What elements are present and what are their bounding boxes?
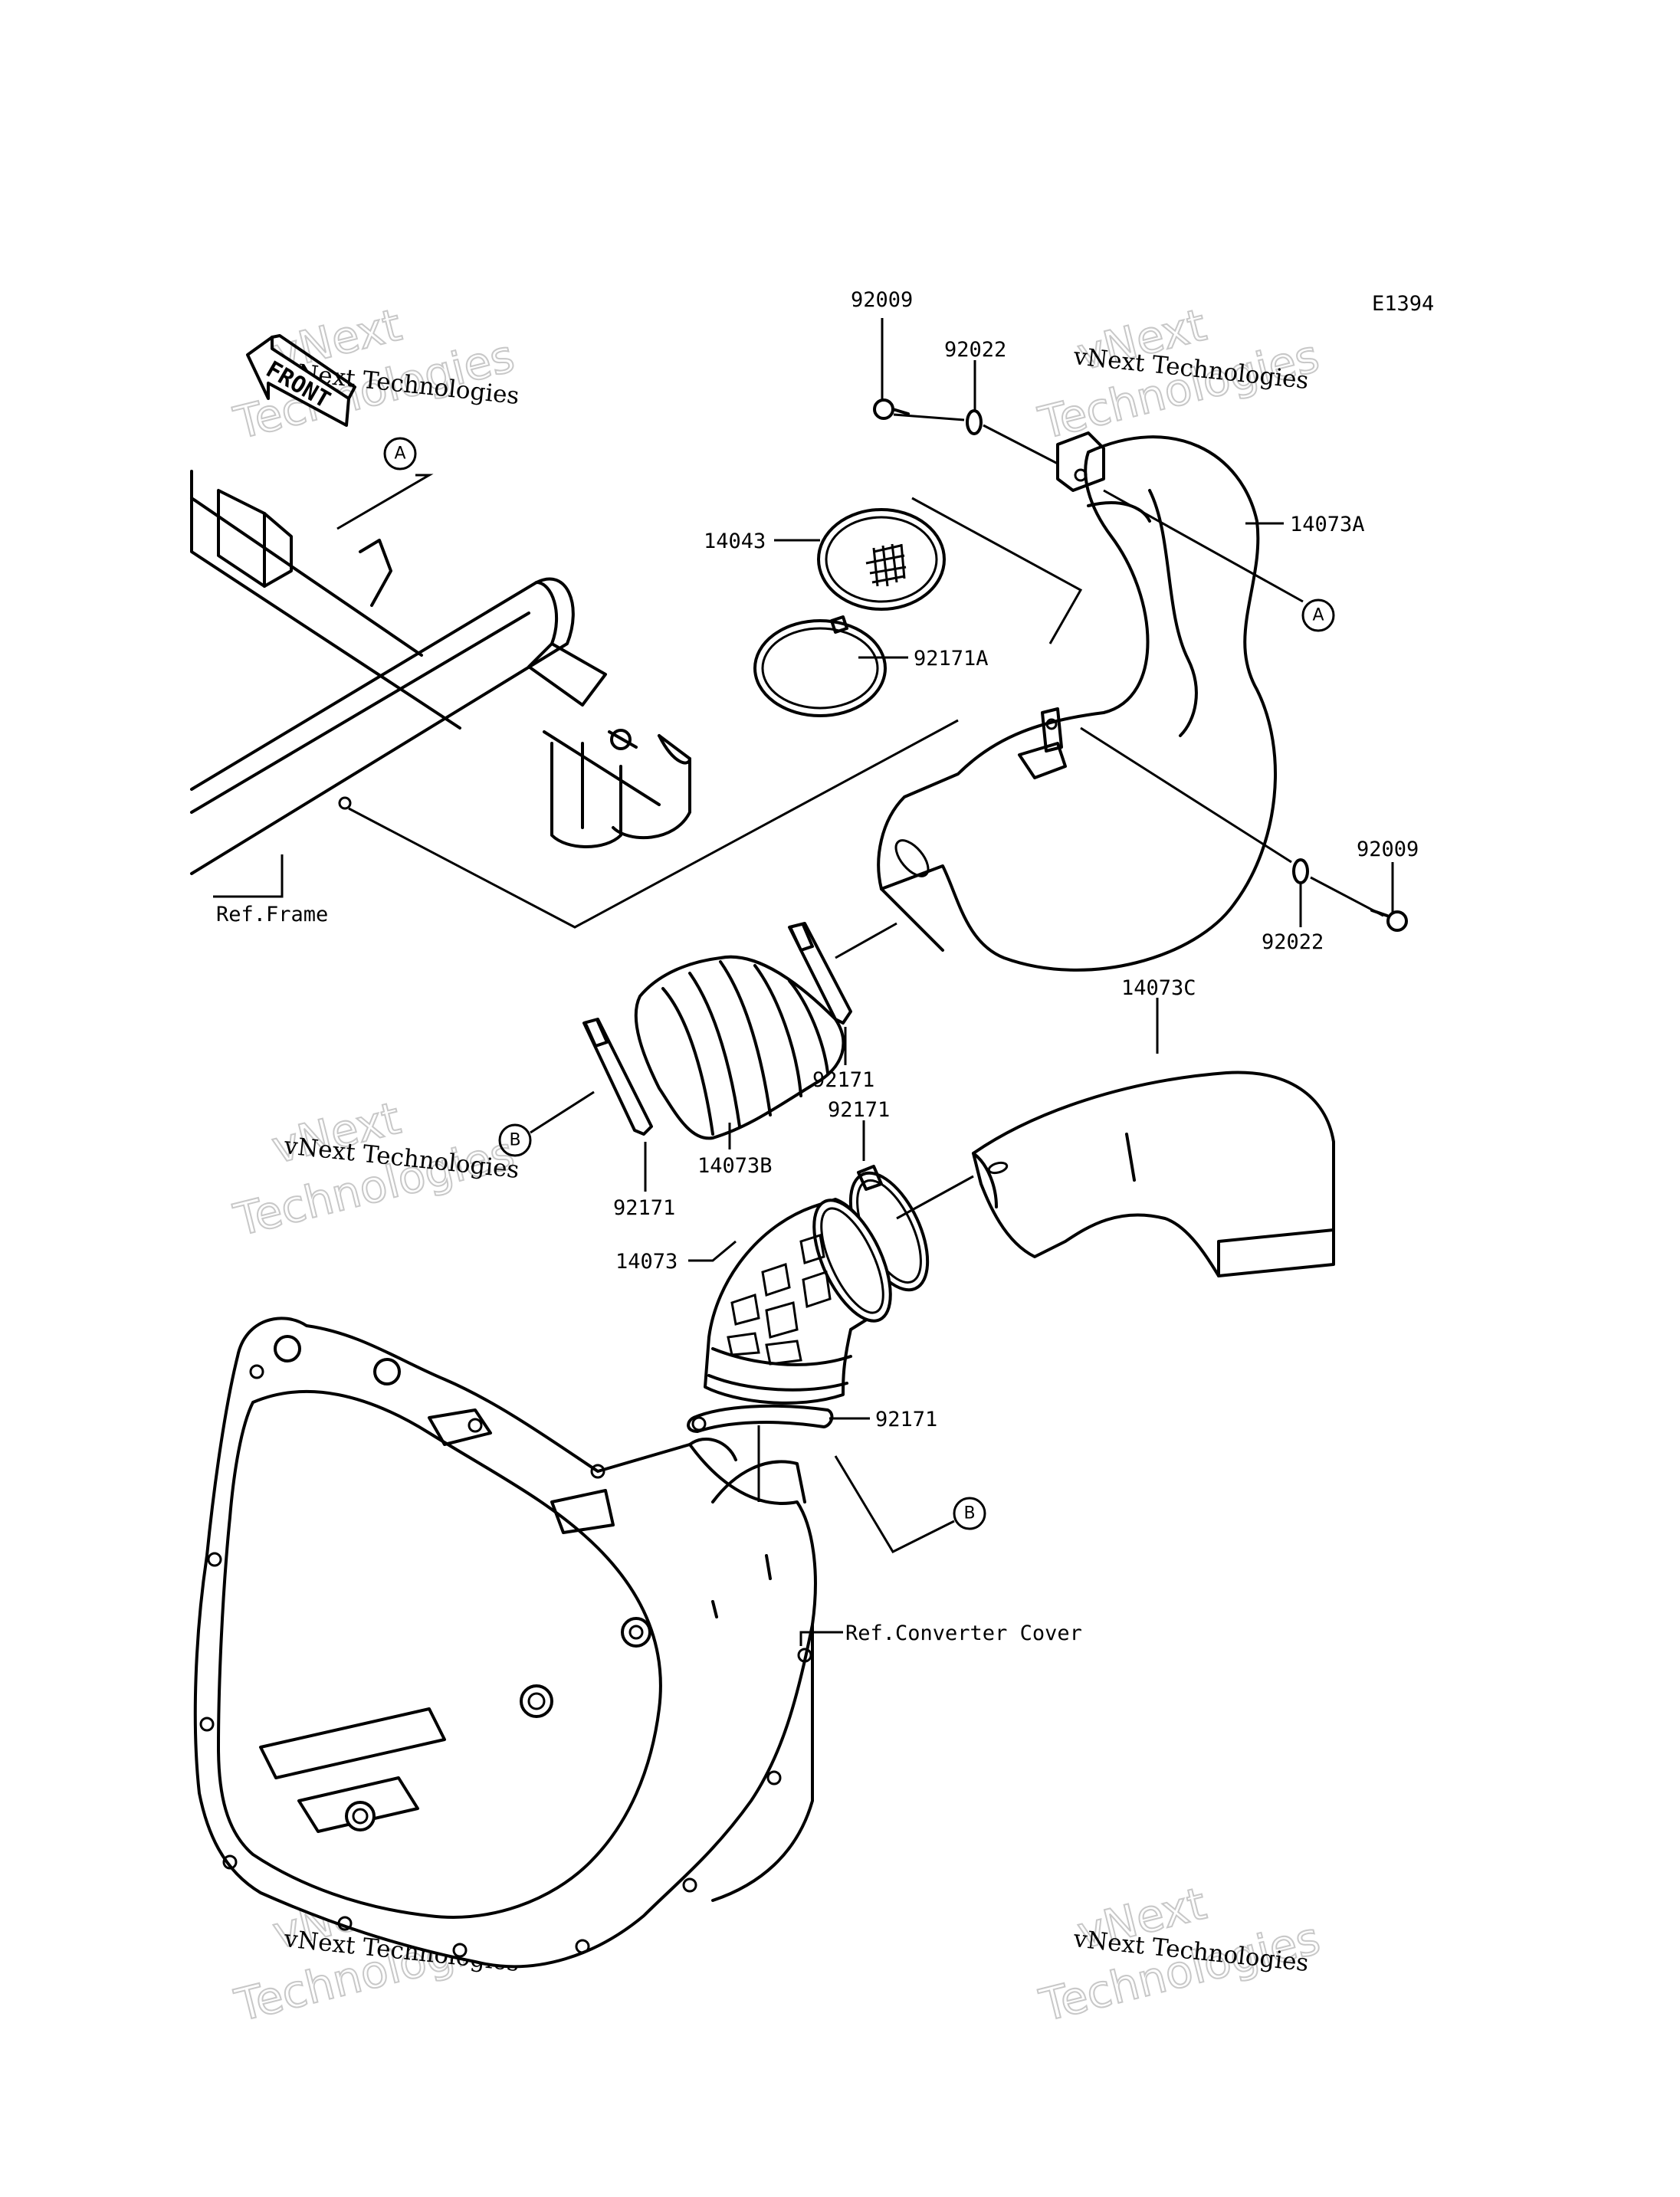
svg-text:B: B xyxy=(509,1131,520,1150)
clamp-92171a xyxy=(753,615,887,717)
part-label-14043: 14043 xyxy=(704,530,766,553)
clamp-92171-lower-left xyxy=(582,1018,653,1136)
ref-frame-label: Ref.Frame xyxy=(216,903,328,926)
ref-converter-cover-label: Ref.Converter Cover xyxy=(845,1622,1082,1645)
band-clamp-92171-lower xyxy=(687,1404,834,1433)
part-label-92171-mid: 92171 xyxy=(828,1098,890,1122)
part-label-92171-lower-left: 92171 xyxy=(613,1196,675,1220)
part-label-92022-right: 92022 xyxy=(1262,930,1324,954)
cover-14073c xyxy=(972,1071,1335,1277)
elbow-duct-14073 xyxy=(704,1198,892,1405)
part-label-14073c: 14073C xyxy=(1121,976,1196,1000)
bellows-duct-14073b xyxy=(634,955,845,1140)
callout-b-left: B xyxy=(498,1090,595,1157)
part-label-14073: 14073 xyxy=(615,1250,678,1274)
washer-92022-top xyxy=(966,409,983,435)
part-label-92171-upper: 92171 xyxy=(812,1068,874,1092)
part-label-14073b: 14073B xyxy=(697,1154,773,1178)
assembly-lines xyxy=(348,413,1384,1553)
svg-text:A: A xyxy=(1312,606,1324,625)
callout-b-lower: B xyxy=(953,1497,986,1530)
clamp-92171-upper xyxy=(788,922,852,1025)
washer-92022-right xyxy=(1292,858,1309,884)
part-label-92022-top: 92022 xyxy=(944,338,1006,362)
callout-a-duct: A xyxy=(1301,598,1335,632)
part-label-92171a: 92171A xyxy=(914,647,989,671)
part-label-92009-right: 92009 xyxy=(1357,838,1419,861)
frame-reference xyxy=(190,470,691,875)
svg-text:B: B xyxy=(963,1504,975,1523)
bolt-92009-top xyxy=(873,398,910,420)
front-arrow-icon: FRONT xyxy=(246,334,356,427)
air-duct-14073a xyxy=(877,431,1277,972)
part-label-14073a: 14073A xyxy=(1290,513,1365,536)
part-label-92171-lower: 92171 xyxy=(875,1408,937,1431)
converter-cover-reference xyxy=(193,1317,817,1969)
callout-a-frame: A xyxy=(336,437,434,530)
element-14043 xyxy=(817,508,946,611)
part-label-92009-top: 92009 xyxy=(851,288,913,312)
diagram-code: E1394 xyxy=(1372,292,1434,316)
svg-text:A: A xyxy=(394,444,405,464)
